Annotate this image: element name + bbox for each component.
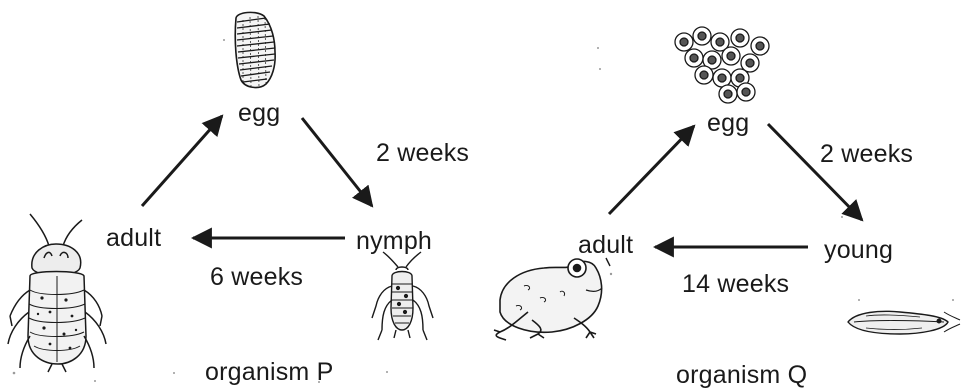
tadpole-icon	[848, 311, 960, 334]
label-duration-egg-to-nymph: 2 weeks	[376, 141, 469, 166]
label-duration-young-to-adult: 14 weeks	[682, 272, 789, 297]
frog-icon	[494, 258, 610, 340]
label-duration-nymph-to-adult: 6 weeks	[210, 265, 303, 290]
label-young-q: young	[824, 238, 893, 263]
label-adult-p: adult	[106, 226, 161, 251]
label-organism-q: organism Q	[676, 363, 807, 388]
frog-eggs-icon	[675, 27, 769, 103]
label-adult-q: adult	[578, 233, 633, 258]
label-egg-p: egg	[238, 101, 280, 126]
nymph-icon	[372, 252, 433, 340]
egg-case-icon	[235, 12, 275, 88]
label-nymph-p: nymph	[356, 229, 432, 254]
scan-speckles	[13, 39, 954, 383]
arrow-adult-to-egg-q	[609, 126, 694, 214]
label-egg-q: egg	[707, 111, 749, 136]
label-organism-p: organism P	[205, 360, 333, 385]
cockroach-icon	[8, 214, 106, 372]
arrow-egg-to-young-q	[768, 124, 862, 220]
label-duration-egg-to-young: 2 weeks	[820, 142, 913, 167]
arrow-egg-to-nymph-p	[302, 118, 372, 206]
arrow-adult-to-egg-p	[142, 116, 222, 206]
